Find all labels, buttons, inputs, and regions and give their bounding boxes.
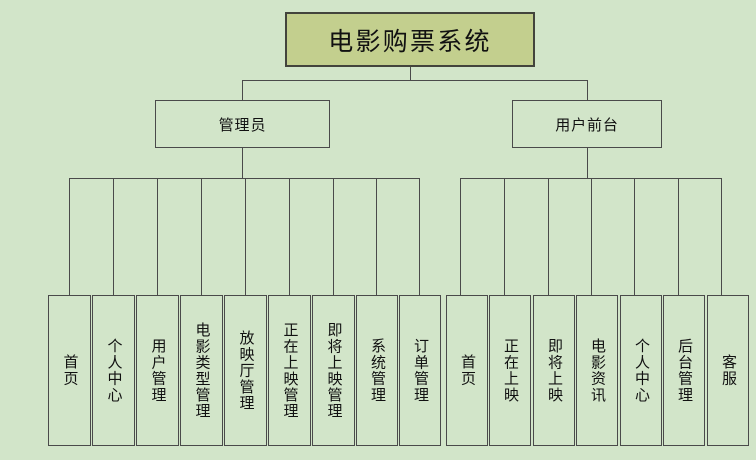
connector-admin-drop-7 (333, 178, 334, 295)
leaf-node-label: 电影类型管理 (193, 321, 212, 420)
leaf-node-admin-home[interactable]: 首页 (48, 295, 91, 446)
leaf-node-admin-coming-soon-management[interactable]: 即将上映管理 (312, 295, 355, 446)
connector-admin-drop-1 (69, 178, 70, 295)
leaf-node-frontend-home[interactable]: 首页 (446, 295, 488, 446)
connector-admin-leaf-bus (69, 178, 419, 179)
root-node-label: 电影购票系统 (328, 26, 492, 56)
connector-admin-drop-2 (113, 178, 114, 295)
leaf-node-label: 即将上映 (545, 338, 564, 403)
leaf-node-frontend-movie-news[interactable]: 电影资讯 (576, 295, 618, 446)
connector-frontend-drop-5 (634, 178, 635, 295)
leaf-node-frontend-backend-management[interactable]: 后台管理 (663, 295, 705, 446)
leaf-node-admin-movie-type-management[interactable]: 电影类型管理 (180, 295, 223, 446)
connector-frontend-drop-4 (591, 178, 592, 295)
leaf-node-label: 用户管理 (149, 338, 168, 403)
leaf-node-label: 个人中心 (632, 338, 651, 403)
connector-level1-bus (242, 80, 588, 81)
branch-node-admin-label: 管理员 (218, 115, 267, 134)
leaf-node-frontend-now-showing[interactable]: 正在上映 (489, 295, 531, 446)
leaf-node-admin-personal-center[interactable]: 个人中心 (92, 295, 135, 446)
branch-node-admin[interactable]: 管理员 (155, 100, 330, 148)
connector-frontend-drop-7 (721, 178, 722, 295)
leaf-node-label: 客服 (719, 354, 738, 387)
leaf-node-label: 正在上映 (501, 338, 520, 403)
leaf-node-label: 即将上映管理 (325, 321, 344, 420)
connector-admin-drop-5 (245, 178, 246, 295)
connector-frontend-drop-3 (548, 178, 549, 295)
connector-frontend-drop-2 (504, 178, 505, 295)
leaf-node-label: 首页 (458, 354, 477, 387)
connector-admin-drop-8 (376, 178, 377, 295)
connector-frontend-drop-6 (678, 178, 679, 295)
leaf-node-frontend-personal-center[interactable]: 个人中心 (620, 295, 662, 446)
connector-frontend-stem (587, 148, 588, 179)
leaf-node-admin-order-management[interactable]: 订单管理 (399, 295, 441, 446)
leaf-node-label: 系统管理 (368, 338, 387, 403)
connector-to-admin (242, 80, 243, 100)
leaf-node-label: 放映厅管理 (237, 330, 256, 411)
leaf-node-admin-system-management[interactable]: 系统管理 (356, 295, 398, 446)
branch-node-frontend-label: 用户前台 (555, 115, 619, 134)
leaf-node-admin-user-management[interactable]: 用户管理 (136, 295, 179, 446)
leaf-node-frontend-customer-service[interactable]: 客服 (707, 295, 749, 446)
connector-root-stem (410, 67, 411, 81)
connector-admin-drop-4 (201, 178, 202, 295)
connector-admin-drop-6 (289, 178, 290, 295)
connector-admin-drop-9 (419, 178, 420, 295)
leaf-node-frontend-coming-soon[interactable]: 即将上映 (533, 295, 575, 446)
connector-to-frontend (587, 80, 588, 100)
leaf-node-admin-now-showing-management[interactable]: 正在上映管理 (268, 295, 311, 446)
leaf-node-label: 首页 (61, 354, 80, 387)
leaf-node-label: 订单管理 (411, 338, 430, 403)
connector-frontend-drop-1 (460, 178, 461, 295)
branch-node-frontend[interactable]: 用户前台 (512, 100, 662, 148)
connector-admin-stem (242, 148, 243, 179)
connector-admin-drop-3 (157, 178, 158, 295)
leaf-node-label: 电影资讯 (588, 338, 607, 403)
leaf-node-admin-screening-hall-management[interactable]: 放映厅管理 (224, 295, 267, 446)
root-node-movie-ticket-system[interactable]: 电影购票系统 (285, 12, 535, 67)
leaf-node-label: 个人中心 (105, 338, 124, 403)
leaf-node-label: 后台管理 (675, 338, 694, 403)
leaf-node-label: 正在上映管理 (281, 321, 300, 420)
